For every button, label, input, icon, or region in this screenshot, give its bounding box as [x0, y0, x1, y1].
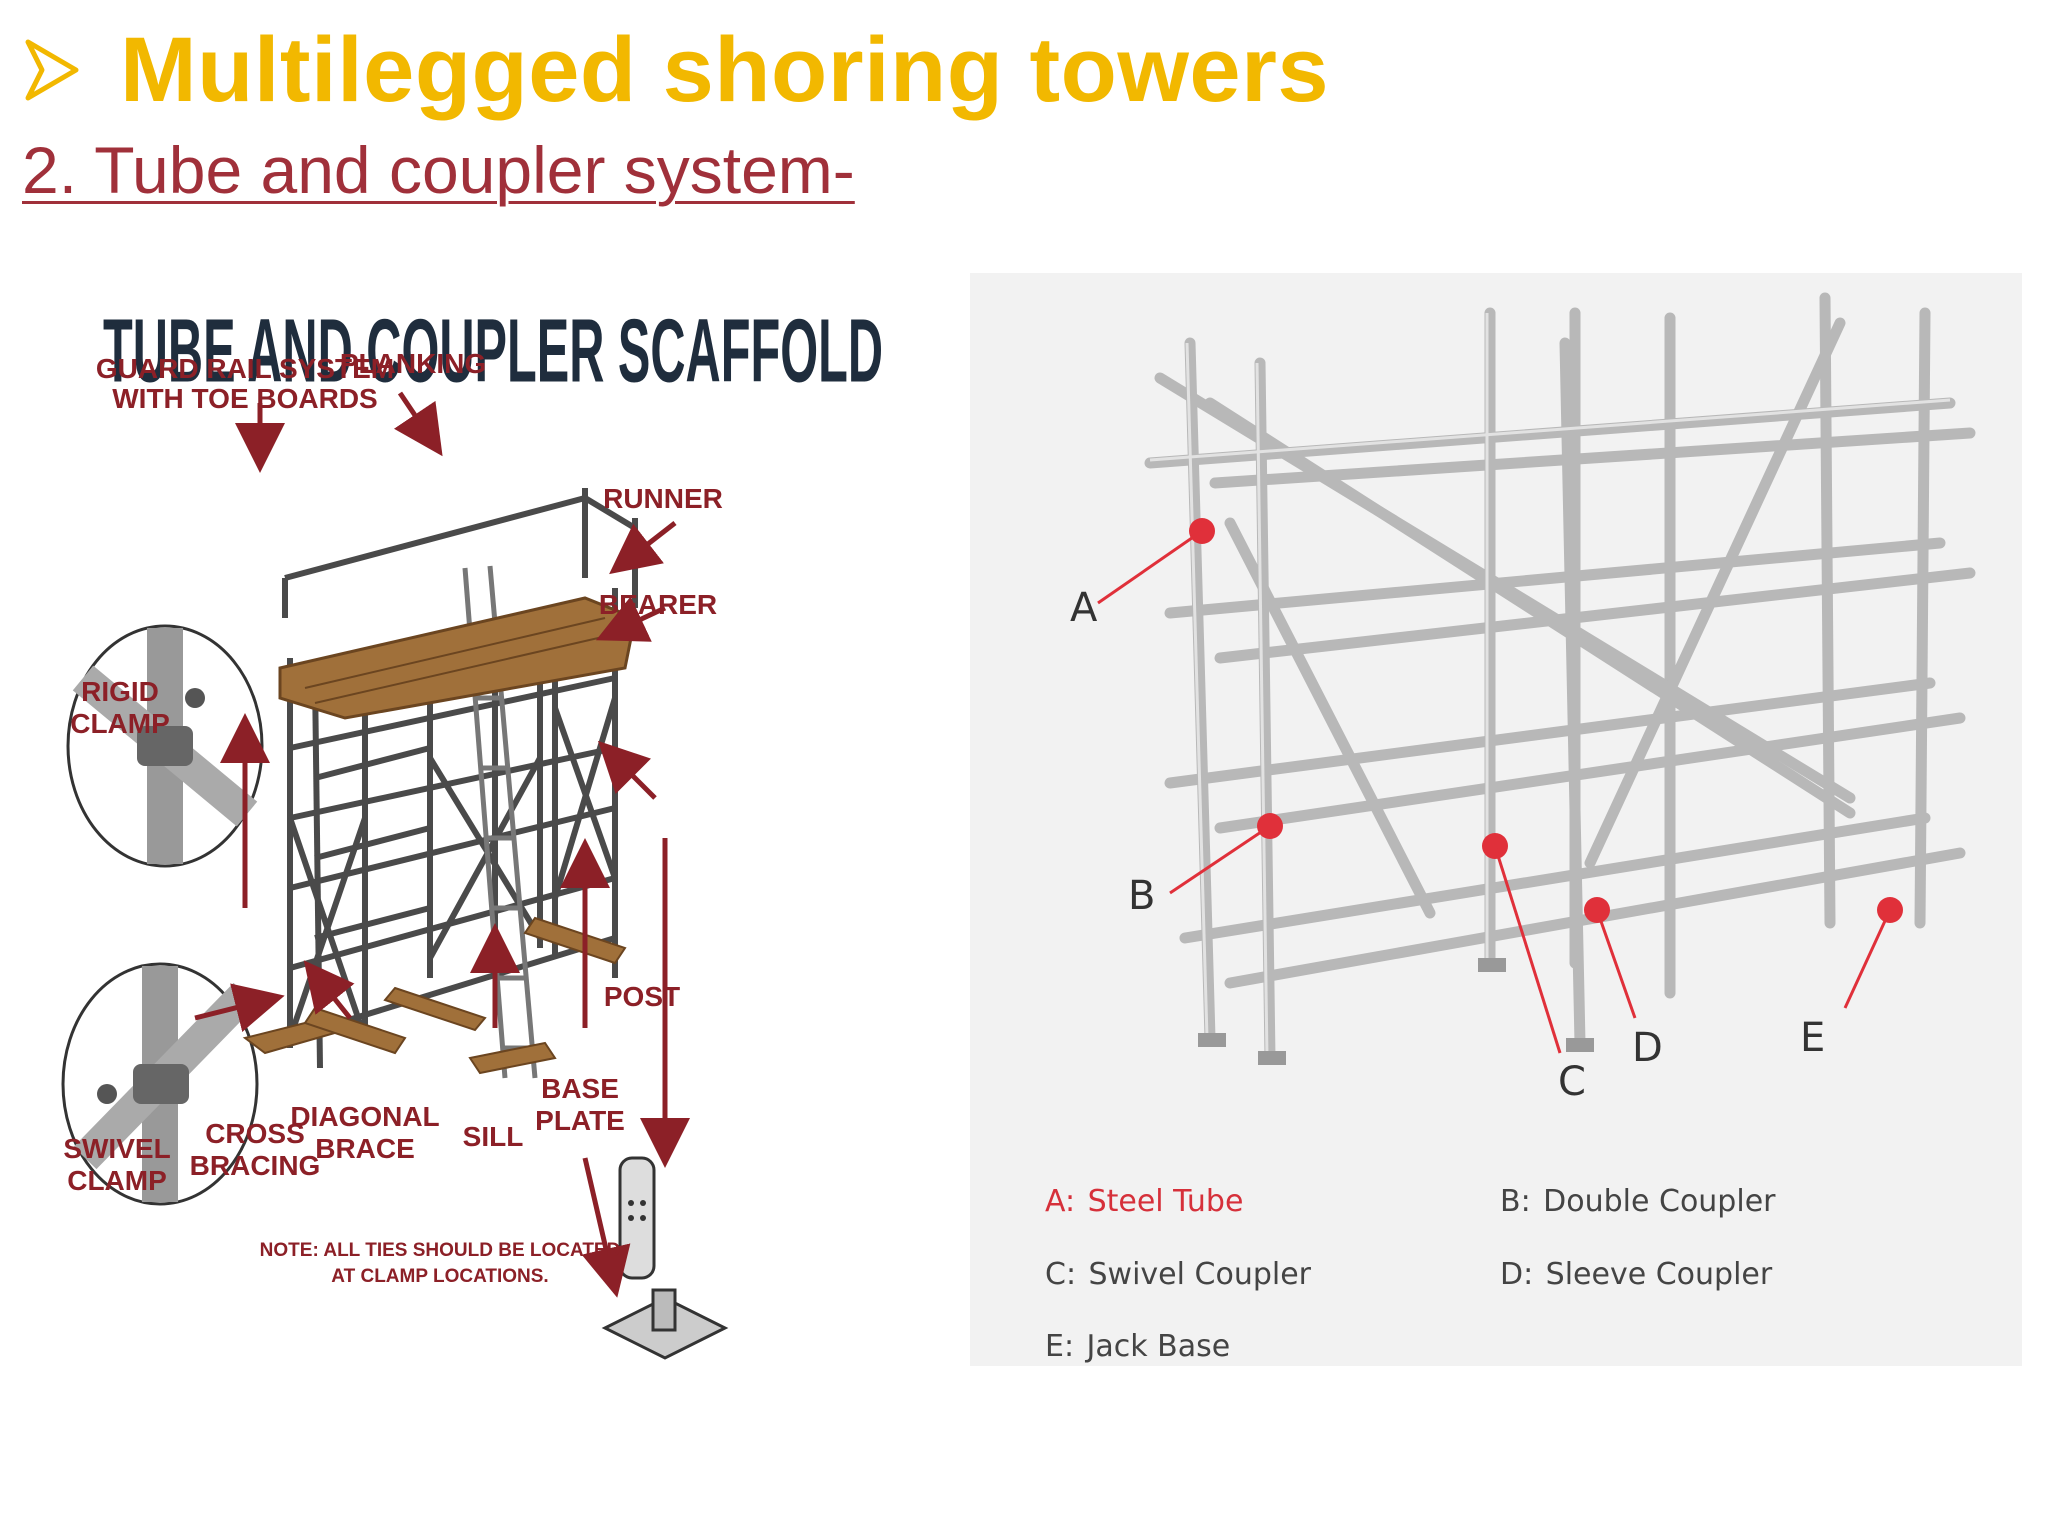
- scaffold-components-photo: A B C D E A: Steel Tube B: Double Couple…: [970, 273, 2022, 1366]
- legend-item-e: E: Jack Base: [1045, 1329, 1230, 1364]
- svg-text:CLAMP: CLAMP: [70, 708, 170, 739]
- sill-boards: [242, 916, 627, 1075]
- marker-label-a: A: [1070, 585, 1098, 631]
- planking-deck: [278, 596, 637, 720]
- svg-text:WITH TOE BOARDS: WITH TOE BOARDS: [112, 383, 377, 414]
- label-runner: RUNNER: [603, 483, 723, 514]
- svg-text:CLAMP: CLAMP: [67, 1165, 167, 1196]
- label-planking: PLANKING: [340, 348, 486, 379]
- legend-item-a: A: Steel Tube: [1045, 1184, 1243, 1219]
- label-post: POST: [604, 981, 680, 1012]
- steel-tube-frame: [1144, 292, 1976, 1064]
- svg-text:BRACING: BRACING: [190, 1150, 321, 1181]
- marker-label-b: B: [1128, 873, 1155, 919]
- marker-label-e: E: [1800, 1015, 1825, 1061]
- label-guard-rail: GUARD RAIL SYSTEM: [96, 353, 394, 384]
- svg-text:PLATE: PLATE: [535, 1105, 625, 1136]
- marker-leader-lines: [1097, 529, 1892, 1054]
- svg-text:AT CLAMP LOCATIONS.: AT CLAMP LOCATIONS.: [331, 1266, 548, 1287]
- label-base-plate: BASE: [541, 1073, 619, 1104]
- title-row: Multilegged shoring towers: [24, 10, 1329, 130]
- svg-text:BRACE: BRACE: [315, 1133, 415, 1164]
- marker-label-c: C: [1558, 1059, 1586, 1105]
- label-diagonal-brace: DIAGONAL: [290, 1101, 439, 1132]
- callout-arrows: [194, 391, 690, 1298]
- slide-subtitle: 2. Tube and coupler system-: [22, 133, 855, 207]
- legend-item-b: B: Double Coupler: [1500, 1184, 1776, 1219]
- swivel-clamp-illustration: [61, 962, 259, 1206]
- note-text: NOTE: ALL TIES SHOULD BE LOCATED: [260, 1240, 621, 1261]
- figure-heading: TUBE AND COUPLER SCAFFOLD: [103, 301, 883, 401]
- arrow-bullet-icon: [25, 39, 79, 101]
- tube-coupler-scaffold-diagram: TUBE AND COUPLER SCAFFOLD: [45, 278, 945, 1366]
- component-legend: A: Steel Tube B: Double Coupler C: Swive…: [1045, 1184, 1776, 1364]
- label-rigid-clamp: RIGID: [81, 676, 159, 707]
- legend-item-d: D: Sleeve Coupler: [1500, 1257, 1773, 1292]
- marker-label-d: D: [1632, 1025, 1663, 1071]
- label-cross-bracing: CROSS: [205, 1118, 305, 1149]
- slide-title: Multilegged shoring towers: [120, 18, 1330, 121]
- label-swivel-clamp: SWIVEL: [63, 1133, 170, 1164]
- label-sill: SILL: [463, 1121, 524, 1152]
- base-plate-illustration: [601, 1156, 729, 1360]
- callout-labels: GUARD RAIL SYSTEM WITH TOE BOARDS PLANKI…: [63, 348, 723, 1287]
- rigid-clamp-illustration: [66, 624, 264, 868]
- jack-bases: [1198, 958, 1594, 1065]
- legend-item-c: C: Swivel Coupler: [1045, 1257, 1312, 1292]
- label-bearer: BEARER: [599, 589, 717, 620]
